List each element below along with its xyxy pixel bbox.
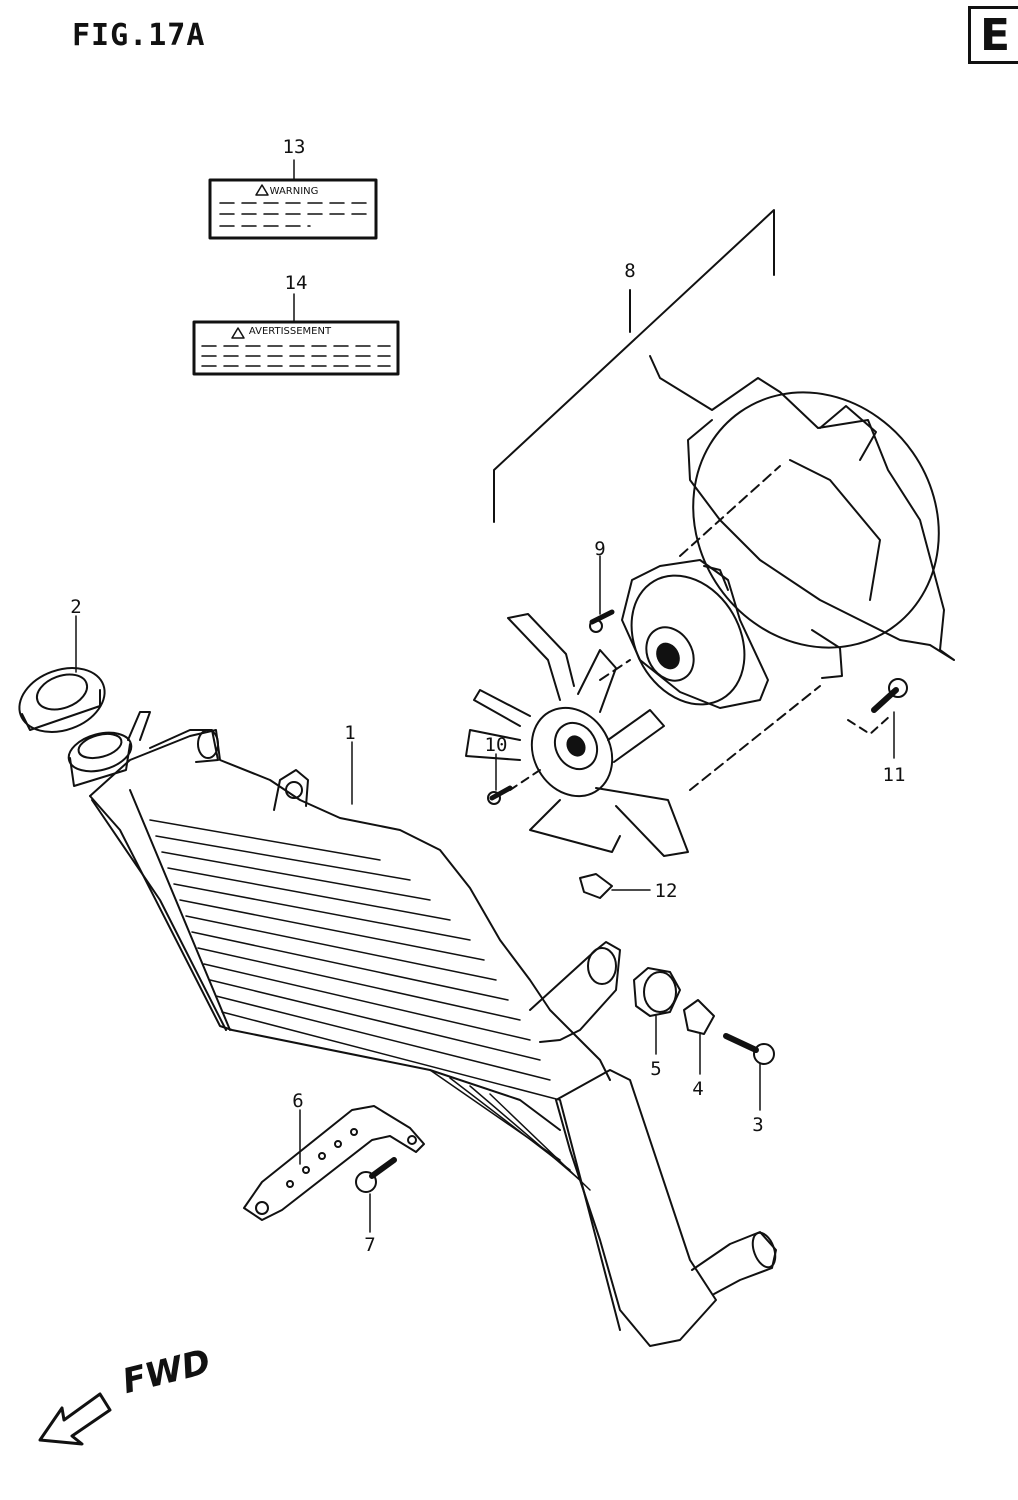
- callout-11: 11: [882, 764, 906, 786]
- bolt-7: [355, 1157, 397, 1193]
- radiator-core: [67, 711, 611, 1191]
- callout-4: 4: [692, 1078, 704, 1100]
- callout-8: 8: [624, 260, 636, 282]
- bolt-3: [723, 1033, 775, 1065]
- warning-label-13: [208, 178, 378, 240]
- screw-9: [589, 609, 615, 633]
- avertissement-label-text: AVERTISSEMENT: [248, 326, 332, 337]
- fan-motor: [621, 559, 769, 709]
- grommet-5: [633, 967, 681, 1017]
- callout-2: 2: [70, 596, 82, 618]
- radiator-side-tank: [529, 941, 777, 1347]
- warning-label-14: [192, 320, 400, 376]
- callout-3: 3: [752, 1114, 764, 1136]
- screw-10: [487, 785, 513, 805]
- section-letter: E: [980, 10, 1011, 61]
- section-box: [968, 6, 1018, 64]
- figure-title: FIG.17A: [72, 18, 206, 53]
- radiator-cap: [18, 667, 106, 733]
- bracket-6: [243, 1105, 425, 1221]
- collar-4: [683, 999, 715, 1035]
- bolt-11: [871, 678, 908, 713]
- fan-shroud: [649, 355, 955, 679]
- callout-12: 12: [654, 880, 678, 902]
- fan-blade: [465, 613, 689, 857]
- callout-5: 5: [650, 1058, 662, 1080]
- warning-label-text: WARNING: [269, 186, 319, 197]
- callout-1: 1: [344, 722, 356, 744]
- callout-9: 9: [594, 538, 606, 560]
- callout-6: 6: [292, 1090, 304, 1112]
- callout-13: 13: [282, 136, 306, 158]
- callout-10: 10: [484, 734, 508, 756]
- clip-12: [579, 873, 613, 899]
- callout-7: 7: [364, 1234, 376, 1256]
- fwd-arrow-icon: [38, 1392, 112, 1446]
- callout-14: 14: [284, 272, 308, 294]
